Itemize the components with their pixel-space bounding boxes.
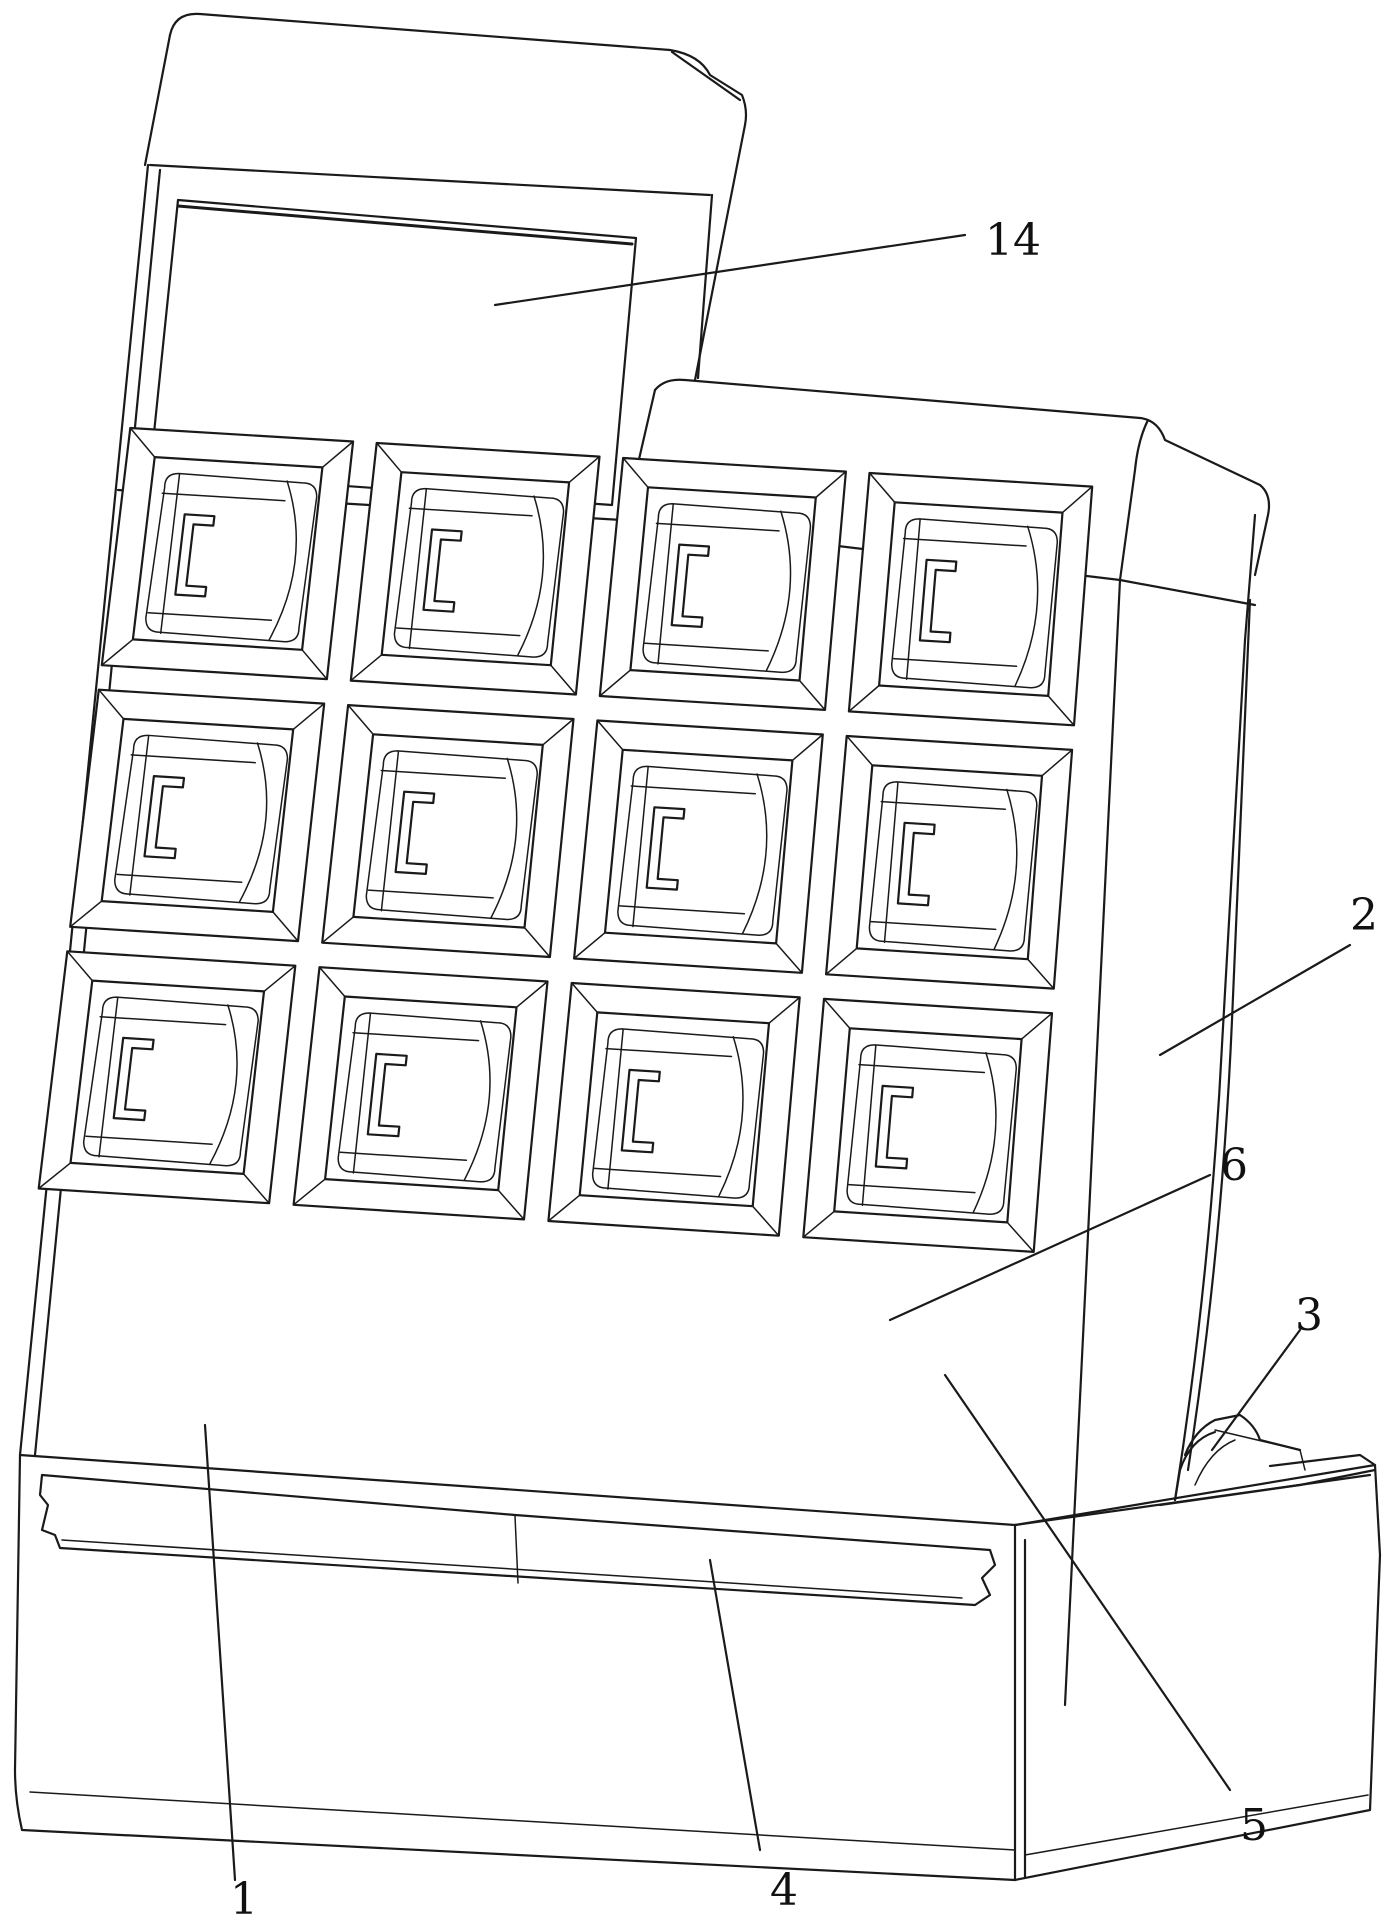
compartment-bay (826, 736, 1072, 989)
compartment-bay (294, 967, 548, 1219)
bay-frame (322, 705, 573, 957)
compartment-bay (351, 443, 600, 695)
bay-frame (351, 443, 600, 695)
compartment-bay (322, 705, 573, 957)
label-cable-tray: 3 (1295, 1290, 1323, 1341)
compartment-bay (849, 473, 1092, 725)
compartment-bay (600, 458, 846, 710)
leader-2 (1160, 945, 1350, 1055)
label-guide-rail: 4 (770, 1865, 798, 1916)
label-base: 1 (230, 1874, 258, 1922)
label-display-screen: 14 (985, 215, 1041, 266)
guide-rail (40, 1475, 995, 1605)
compartment-bay (803, 999, 1052, 1252)
bay-frame (70, 690, 324, 941)
base (15, 1455, 1380, 1880)
bay-frame (102, 428, 353, 679)
label-cabinet-body: 2 (1350, 890, 1378, 941)
label-card-slot: 6 (1220, 1140, 1248, 1191)
compartment-bay (70, 690, 324, 941)
compartment-bay (548, 983, 799, 1236)
leader-4 (710, 1560, 760, 1850)
leader-1 (205, 1425, 235, 1880)
label-charging-compartment: 5 (1240, 1800, 1268, 1851)
compartment-grid (39, 428, 1093, 1252)
compartment-bay (102, 428, 353, 679)
bay-frame (39, 951, 296, 1203)
cable-tray (1160, 1415, 1375, 1505)
compartment-bay (574, 721, 823, 973)
bay-frame (294, 967, 548, 1219)
leader-14 (495, 235, 965, 305)
leader-5 (945, 1375, 1230, 1790)
compartment-bay (39, 951, 296, 1203)
display-tower (145, 14, 746, 380)
